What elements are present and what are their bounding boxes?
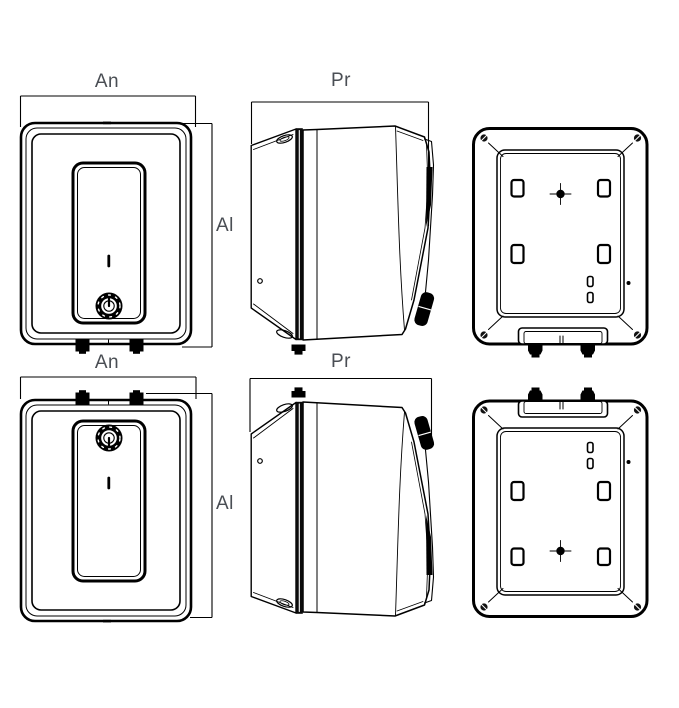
- height-dimension-bottom: [146, 392, 213, 619]
- depth-dimension-bottom: [249, 377, 433, 440]
- depth-label-top: Pr: [331, 70, 351, 91]
- width-label-bottom: An: [94, 352, 120, 373]
- height-label-top: Al: [216, 215, 234, 236]
- width-label-top: An: [94, 71, 120, 92]
- height-label-bottom: Al: [216, 493, 234, 514]
- width-dimension-bottom: [19, 376, 197, 399]
- height-dimension-top: [40, 122, 213, 348]
- width-dimension-top: [19, 95, 197, 127]
- depth-label-bottom: Pr: [331, 351, 351, 372]
- depth-dimension-top: [250, 101, 430, 226]
